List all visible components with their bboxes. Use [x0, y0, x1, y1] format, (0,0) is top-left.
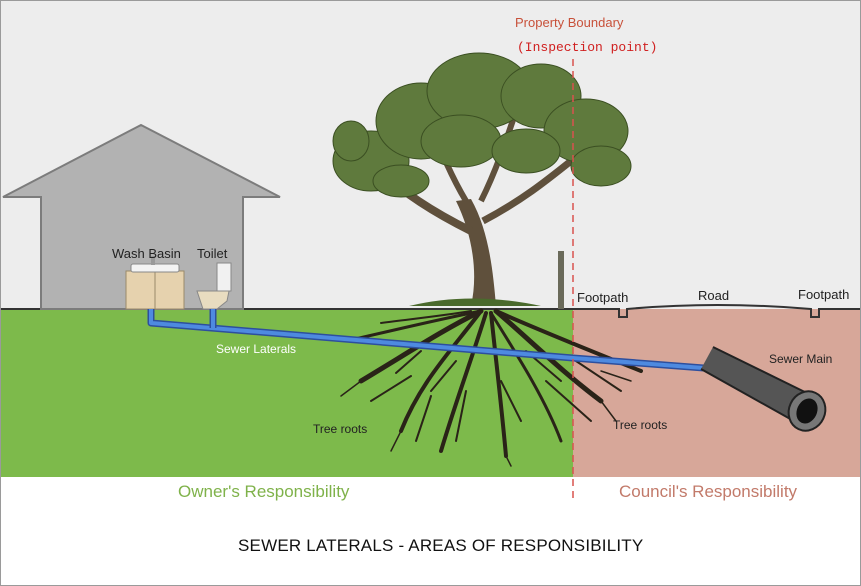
- tree-roots-right-label: Tree roots: [613, 418, 668, 432]
- road-label: Road: [698, 288, 730, 303]
- tree-roots-left-label: Tree roots: [313, 422, 368, 436]
- road-surface: [573, 304, 860, 318]
- wash-basin-label: Wash Basin: [112, 246, 181, 261]
- sewer-main-pipe: [700, 346, 827, 432]
- footpath-left-label: Footpath: [577, 290, 629, 305]
- house: [2, 123, 281, 310]
- footpath-right-label: Footpath: [798, 287, 850, 302]
- owner-responsibility-label: Owner's Responsibility: [178, 482, 350, 501]
- tree: [332, 52, 632, 306]
- sewer-main-label: Sewer Main: [769, 352, 833, 366]
- sewer-laterals-pipe: [147, 309, 744, 375]
- diagram-title: SEWER LATERALS - AREAS OF RESPONSIBILITY: [238, 536, 644, 555]
- toilet: [196, 262, 232, 310]
- fence-post: [558, 251, 564, 309]
- lower-band: [1, 477, 860, 585]
- toilet-label: Toilet: [197, 246, 228, 261]
- sewer-laterals-label: Sewer Laterals: [216, 342, 297, 356]
- council-responsibility-label: Council's Responsibility: [619, 482, 798, 501]
- council-ground: [573, 309, 860, 477]
- property-boundary-label: Property Boundary: [515, 15, 624, 30]
- inspection-point-label: (Inspection point): [517, 40, 658, 55]
- wash-basin: [125, 256, 185, 310]
